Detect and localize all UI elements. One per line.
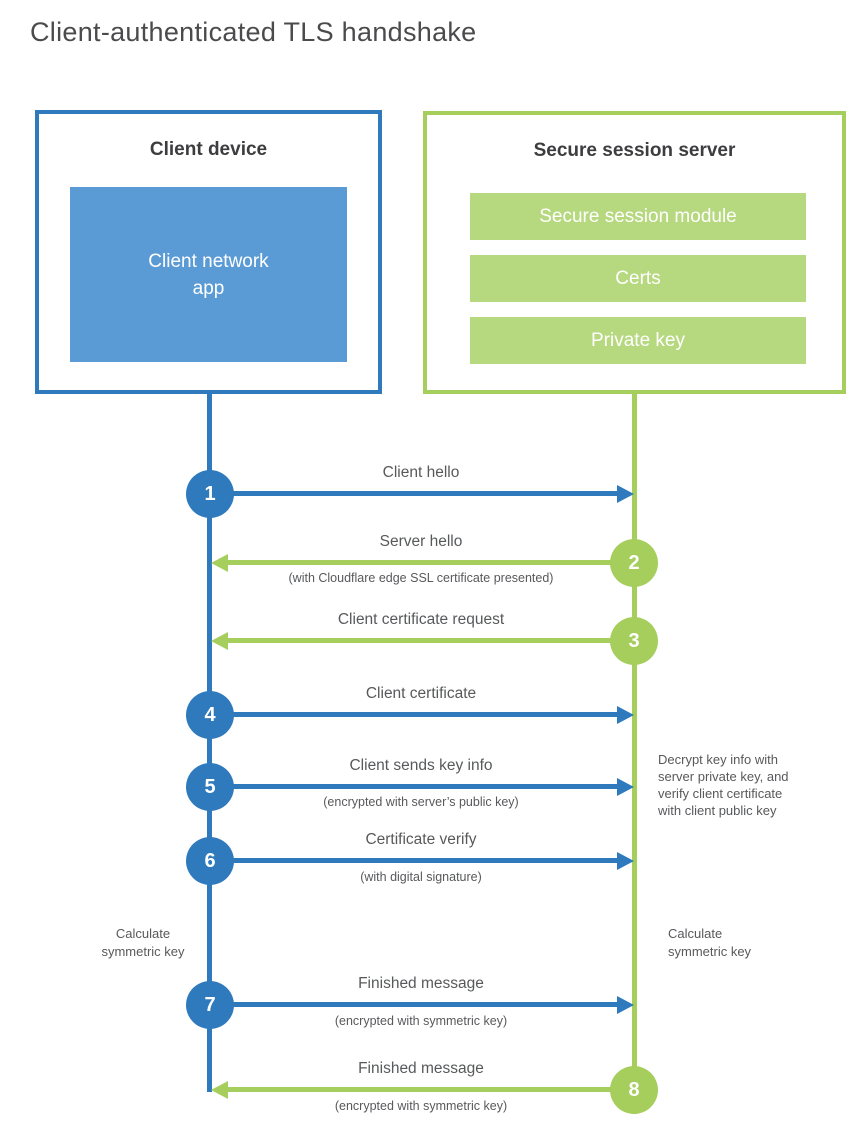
message-caption-finished-message-client: (encrypted with symmetric key) [334,1014,508,1028]
server-lifeline [632,392,637,1114]
arrow-right-certificate-verify [230,858,617,863]
module-bar-secure-session-module: Secure session module [470,193,806,240]
step-circle-8: 8 [610,1066,658,1114]
message-label-client-sends-key-info: Client sends key info [349,757,493,774]
arrow-right-client-certificate [230,712,617,717]
page-title: Client-authenticated TLS handshake [30,17,477,47]
step-circle-7: 7 [186,981,234,1029]
message-label-server-hello: Server hello [379,533,463,550]
step-circle-5: 5 [186,763,234,811]
calc-symmetric-key-server: Calculate symmetric key [668,926,752,959]
secure-session-server-box: Secure session server Secure session mod… [423,111,846,394]
arrow-right-finished-message [230,1002,617,1007]
client-lifeline [207,392,212,1092]
arrow-right-client-hello [230,491,617,496]
message-label-finished-message-server: Finished message [358,1060,484,1077]
decrypt-note: Decrypt key info with server private key… [658,752,789,818]
client-network-app-box: Client network app [70,187,347,362]
step-circle-4: 4 [186,691,234,739]
module-bar-certs: Certs [470,255,806,302]
message-caption-certificate-verify: (with digital signature) [360,870,482,884]
message-label-client-certificate: Client certificate [365,685,477,702]
message-label-certificate-verify: Certificate verify [365,831,477,848]
step-circle-6: 6 [186,837,234,885]
arrow-left-server-hello [228,560,613,565]
message-label-finished-message-client: Finished message [358,975,484,992]
secure-session-server-title: Secure session server [533,140,736,161]
message-label-client-certificate-request: Client certificate request [337,611,505,628]
step-circle-3: 3 [610,617,658,665]
calc-symmetric-key-client: Calculate symmetric key [101,926,185,959]
client-device-box: Client device Client network app [35,110,382,394]
module-bar-private-key: Private key [470,317,806,364]
arrow-left-client-certificate-request [228,638,613,643]
message-caption-client-sends-key-info: (encrypted with server’s public key) [323,795,519,809]
step-circle-2: 2 [610,539,658,587]
step-circle-1: 1 [186,470,234,518]
message-caption-finished-message-server: (encrypted with symmetric key) [334,1099,508,1113]
message-label-client-hello: Client hello [382,464,460,481]
arrow-right-client-sends-key-info [230,784,617,789]
arrow-left-finished-message [228,1087,613,1092]
client-device-title: Client device [149,139,268,160]
message-caption-server-hello: (with Cloudflare edge SSL certificate pr… [288,571,554,585]
